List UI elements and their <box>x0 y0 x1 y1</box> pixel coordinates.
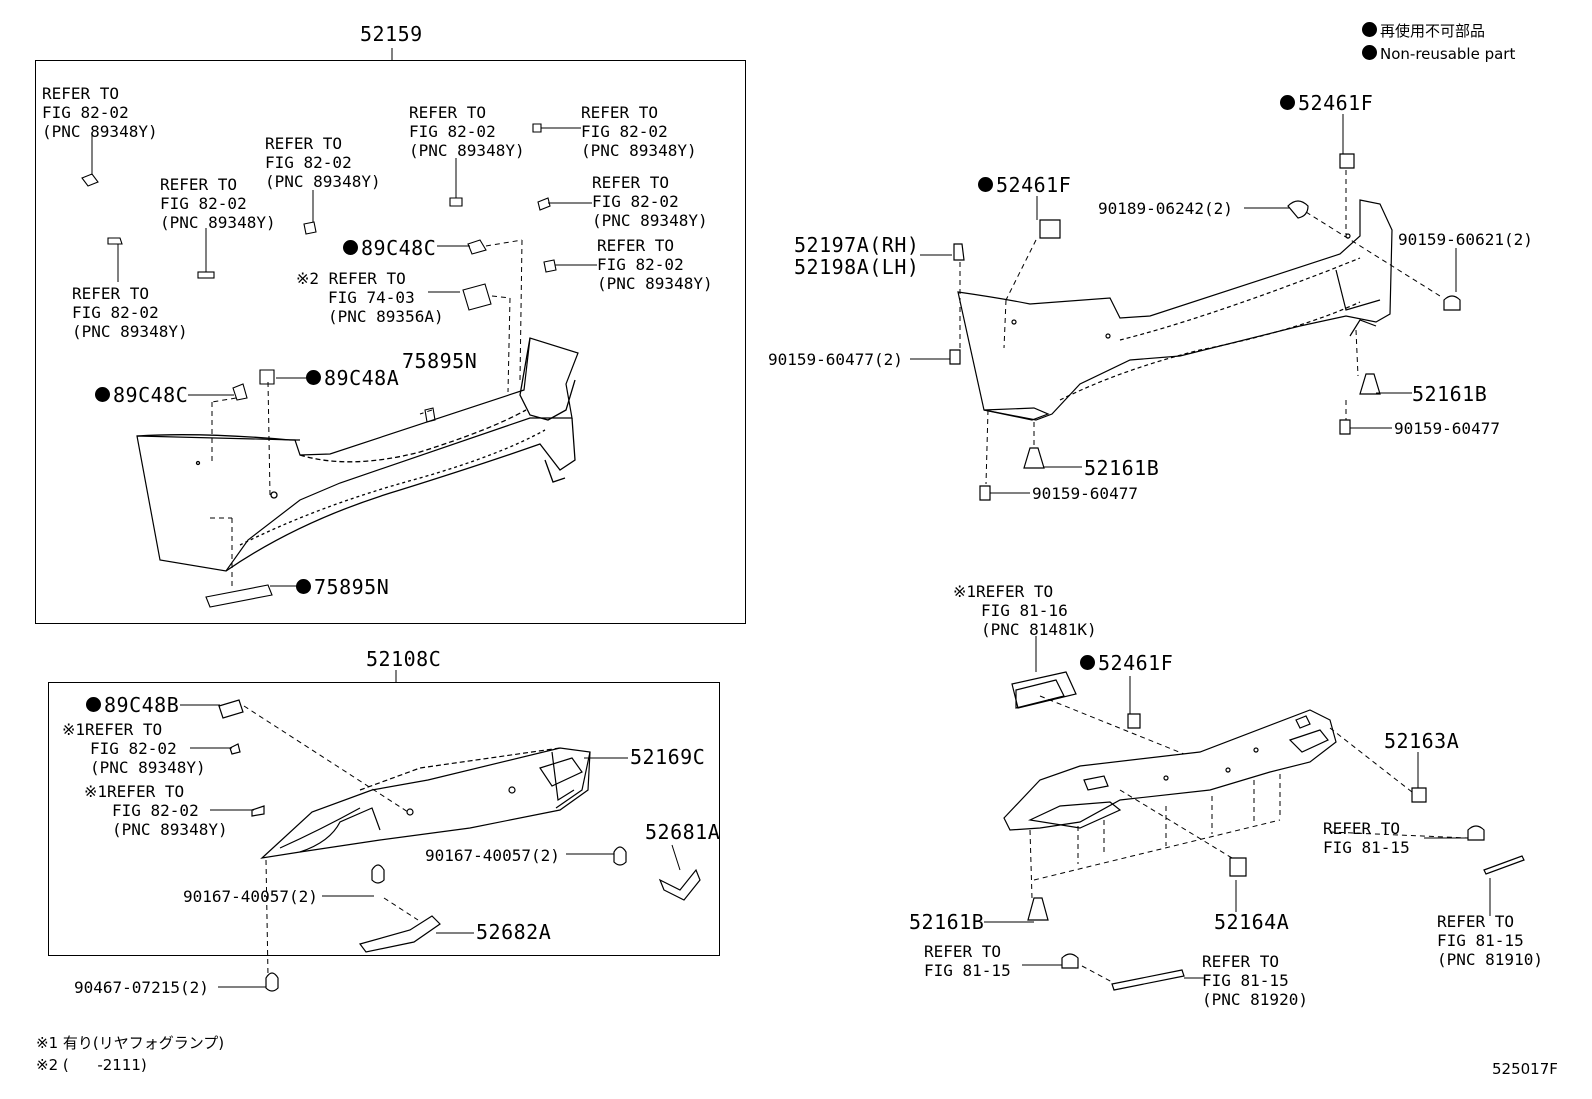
part-52461f-b: 52461F <box>978 174 1071 196</box>
part-90159-60477-2: 90159-60477(2) <box>768 350 903 369</box>
group-box-52159 <box>35 60 746 624</box>
part-90159-60477-a: 90159-60477 <box>1394 419 1500 438</box>
part-89c48b: 89C48B <box>86 694 179 716</box>
bumper-lower-drawing <box>218 699 701 992</box>
footnote-1: ※1 有り(リヤフォグランプ) <box>36 1034 225 1052</box>
leader-lines-left-bottom <box>180 670 681 988</box>
part-52161b-b: 52161B <box>1084 456 1160 480</box>
group-title-52108c: 52108C <box>366 647 442 671</box>
non-reusable-dot-icon <box>1362 22 1377 37</box>
non-reusable-dot-icon <box>978 177 993 192</box>
clip-drawings <box>81 123 557 608</box>
part-52161b-c: 52161B <box>909 910 985 934</box>
part-89c48c-left: 89C48C <box>95 384 188 406</box>
part-90467-07215: 90467-07215(2) <box>74 978 209 997</box>
non-reusable-dot-icon <box>1362 45 1377 60</box>
part-52163a: 52163A <box>1384 729 1460 753</box>
part-52169c: 52169C <box>630 745 706 769</box>
lower-diffuser-drawing <box>1003 671 1525 991</box>
non-reusable-dot-icon <box>1280 95 1295 110</box>
part-89c48a: 89C48A <box>306 367 399 389</box>
rear-bumper-cover-drawing <box>136 337 579 572</box>
part-52161b-a: 52161B <box>1412 382 1488 406</box>
part-52197a: 52197A(RH) <box>794 233 920 257</box>
part-75895n-top: 75895N <box>402 349 478 373</box>
non-reusable-dot-icon <box>296 579 311 594</box>
rear-bumper-assembly-drawing <box>949 153 1461 501</box>
leader-lines-right-top <box>910 114 1457 494</box>
part-75895n-bottom: 75895N <box>296 576 389 598</box>
non-reusable-dot-icon <box>343 240 358 255</box>
leader-lines-right-bottom <box>984 636 1491 983</box>
part-52198a: 52198A(LH) <box>794 255 920 279</box>
part-52461f-c: 52461F <box>1080 652 1173 674</box>
non-reusable-dot-icon <box>1080 655 1095 670</box>
non-reusable-dot-icon <box>306 370 321 385</box>
part-52681a: 52681A <box>645 820 721 844</box>
part-90189-06242: 90189-06242(2) <box>1098 199 1233 218</box>
part-52682a: 52682A <box>476 920 552 944</box>
non-reusable-dot-icon <box>86 697 101 712</box>
part-90159-60621: 90159-60621(2) <box>1398 230 1533 249</box>
legend-jp: 再使用不可部品 <box>1362 22 1485 41</box>
legend-en: Non-reusable part <box>1362 45 1515 64</box>
group-box-52108c <box>48 682 720 956</box>
non-reusable-dot-icon <box>95 387 110 402</box>
part-89c48c-top: 89C48C <box>343 237 436 259</box>
part-90167-40057-a: 90167-40057(2) <box>425 846 560 865</box>
group-title-52159: 52159 <box>360 22 423 46</box>
part-90159-60477-b: 90159-60477 <box>1032 484 1138 503</box>
footnote-2: ※2 ( -2111) <box>36 1056 147 1074</box>
leader-lines-left-top <box>91 48 597 590</box>
part-90167-40057-b: 90167-40057(2) <box>183 887 318 906</box>
part-52164a: 52164A <box>1214 910 1290 934</box>
part-52461f-a: 52461F <box>1280 92 1373 114</box>
figure-code: 525017F <box>1492 1060 1558 1078</box>
